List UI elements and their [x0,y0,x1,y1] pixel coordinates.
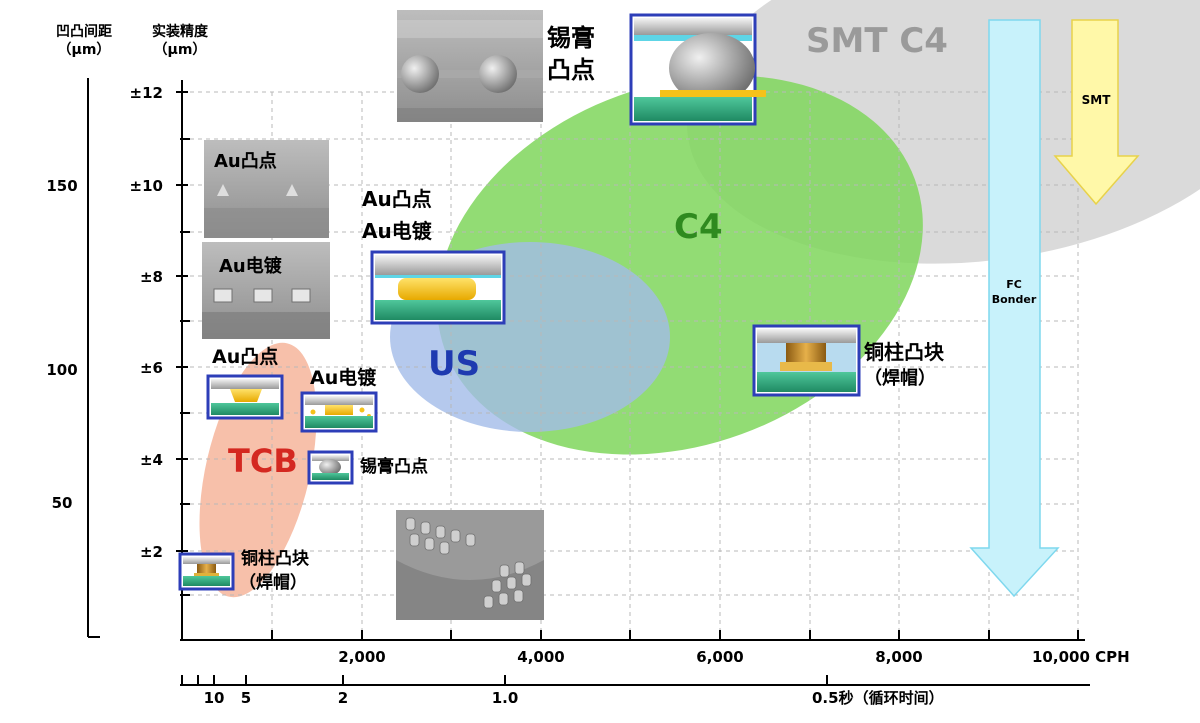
cph-axis-ticks [271,630,1079,640]
tcb-au-plating-label: Au电镀 [310,366,377,389]
cph-tick-8000: 8,000 [875,648,922,666]
tcb-au-plating-cross-section [300,391,378,433]
cycle-tick-10: 10 [204,689,225,707]
cu-pillar-right-label-1: 铜柱凸块 [864,340,945,364]
cycle-tick-05: 0.5秒（循环时间） [812,689,944,707]
c4-cross-section [629,13,766,126]
sem-photo-au-plating [202,242,330,339]
cycle-tick-5: 5 [241,689,251,707]
fc-bonder-label-line1: FC [1006,278,1022,291]
fc-bonder-arrow: FC Bonder [969,19,1060,598]
cph-tick-2000: 2,000 [338,648,385,666]
grid-lines [182,91,1079,638]
accuracy-tick-6: ±6 [140,359,163,377]
pitch-axis-title: 凹凸间距 [56,23,112,40]
cu-pillar-left-cross-section [178,552,235,591]
fc-bonder-label-line2: Bonder [992,293,1037,306]
tcb-label: TCB [228,442,298,480]
accuracy-axis-title: 实装精度 [152,23,209,40]
cph-tick-10000: 10,000 CPH [1032,648,1130,666]
pitch-tick-150: 150 [46,177,77,195]
sem-photo-cu-pillar-array [396,510,544,620]
sem-photo-au-bumps [204,140,329,238]
pitch-axis-unit: （μm） [58,42,111,58]
cu-pillar-right-label-2: （焊帽） [864,367,936,389]
accuracy-tick-12: ±12 [130,84,163,102]
solder-paste-top-label-2: 凸点 [547,56,595,84]
pitch-tick-100: 100 [46,361,77,379]
us-au-bump-label: Au凸点 [362,187,432,211]
accuracy-axis-unit: （μm） [154,42,207,58]
c4-label: C4 [674,207,723,247]
tcb-solder-cross-section [307,450,354,485]
au-bump-photo-label: Au凸点 [214,150,277,172]
solder-paste-top-label-1: 锡膏 [547,24,595,52]
smt-c4-label: SMT C4 [806,21,948,61]
accuracy-tick-4: ±4 [140,451,163,469]
cu-pillar-left-label-1: 铜柱凸块 [241,548,310,569]
smt-arrow-label: SMT [1082,93,1112,107]
us-cross-section [370,250,506,325]
tcb-au-bump-cross-section [206,374,284,420]
cycle-axis-ticks [181,675,828,685]
sem-photo-solder-bumps [397,10,543,122]
accuracy-tick-10: ±10 [130,177,163,195]
accuracy-tick-8: ±8 [140,268,163,286]
cu-pillar-left-label-2: （焊帽） [239,572,307,593]
smt-arrow: SMT [1053,19,1140,206]
accuracy-tick-2: ±2 [140,543,163,561]
cu-pillar-right-cross-section [752,324,861,397]
y-axis-ticks [176,91,190,596]
us-au-plating-label: Au电镀 [362,219,433,243]
tcb-solder-label: 锡膏凸点 [360,456,428,477]
tcb-au-bump-label: Au凸点 [212,346,278,368]
pitch-tick-50: 50 [52,494,73,512]
cph-tick-6000: 6,000 [696,648,743,666]
cph-tick-4000: 4,000 [517,648,564,666]
cycle-tick-1: 1.0 [492,689,519,707]
cycle-tick-2: 2 [338,689,348,707]
au-plating-photo-label: Au电镀 [219,255,283,277]
axes [87,78,1090,686]
us-label: US [428,344,480,384]
